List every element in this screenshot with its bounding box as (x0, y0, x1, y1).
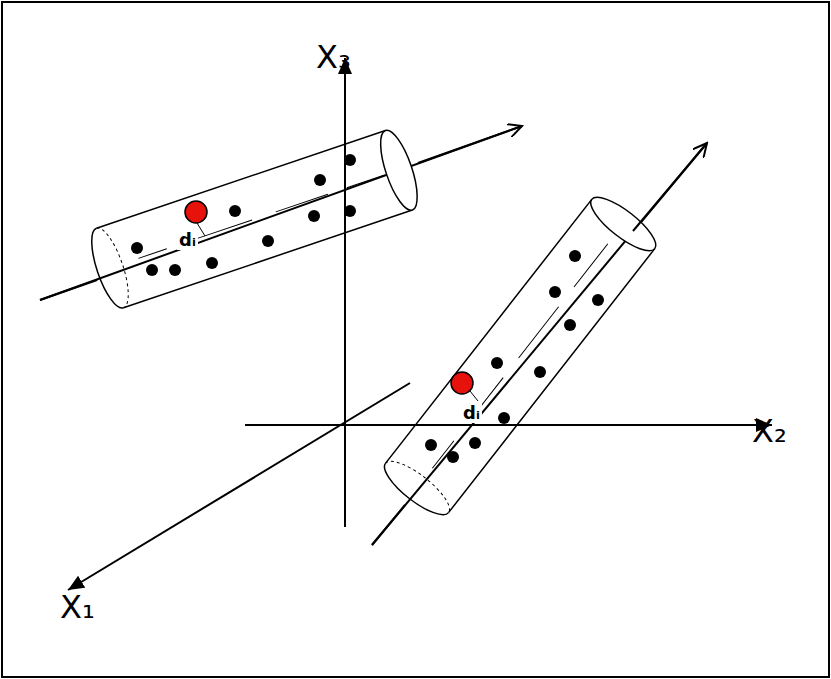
x1-axis (68, 383, 410, 590)
axes (68, 58, 772, 590)
x2-axis (245, 424, 772, 426)
data-points (425, 250, 604, 463)
distance-label: dᵢ (461, 403, 482, 423)
outlier-point (185, 201, 207, 223)
axis-label: X₃ (316, 40, 351, 75)
axis-label: X₂ (752, 414, 787, 449)
axis-label: X₁ (60, 590, 95, 625)
cylinder (377, 189, 662, 523)
principal-axis (40, 126, 522, 300)
distance-line (470, 391, 478, 401)
outlier-point (451, 372, 473, 394)
distance-label: dᵢ (177, 230, 198, 250)
data-points (131, 154, 356, 276)
distance-line (197, 223, 205, 236)
x3-axis (344, 58, 346, 527)
cylinder (84, 126, 424, 312)
principal-axis (372, 143, 707, 545)
